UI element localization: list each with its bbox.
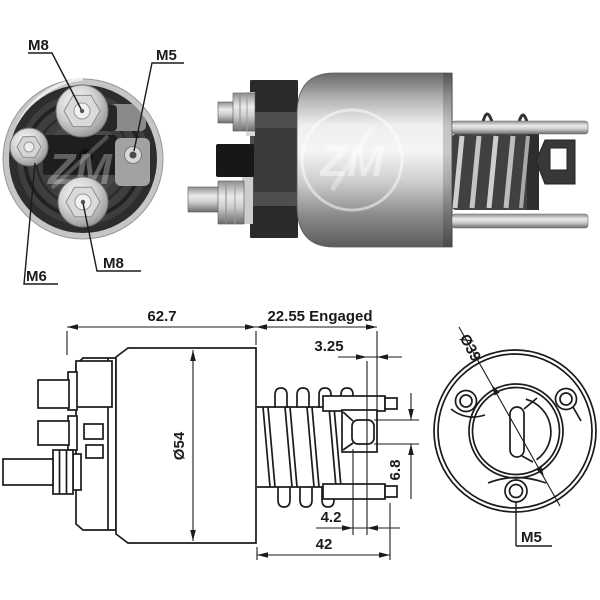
side-view-photo: ZM <box>187 72 589 248</box>
dim-engaged-travel: 22.55 Engaged <box>267 308 372 325</box>
dim-pilot-diameter: Ø39 <box>456 331 484 364</box>
mounting-face-drawing: Ø39 M5 <box>433 326 597 547</box>
dim-pin-hole-width: 4.2 <box>321 509 342 526</box>
side-terminal-spade <box>216 144 254 177</box>
terminal-callouts: M8 M5 M6 M8 <box>23 37 184 285</box>
zm-watermark-circle: ZM <box>300 108 404 212</box>
label-m8-top: M8 <box>28 37 49 54</box>
housing-detail <box>110 104 146 131</box>
solenoid-body <box>296 72 453 248</box>
dim-mounting-thread: M5 <box>521 529 542 546</box>
label-m8-bottom: M8 <box>103 255 124 272</box>
mount-hole-upper-right <box>554 387 578 411</box>
label-m5: M5 <box>156 47 177 64</box>
terminal-stud-m8-bottom <box>57 176 109 228</box>
plunger-pin-top <box>451 120 589 135</box>
side-terminal-bottom-stud <box>187 180 245 225</box>
dim-pin-slot-width: 3.25 <box>314 338 343 355</box>
terminal-screw-m5 <box>124 146 142 164</box>
terminal-stud-m6 <box>9 127 49 167</box>
dim-pin-hole-height: 6.8 <box>387 460 404 481</box>
plunger-eye <box>535 139 576 185</box>
zm-watermark: ZM <box>318 137 385 186</box>
plunger-drawing: 22.55 Engaged 3.25 6.8 4.2 42 <box>256 308 419 560</box>
mount-hole-upper-left <box>454 389 478 413</box>
plunger-spring <box>452 112 539 210</box>
side-terminal-top-stud <box>217 92 256 132</box>
dim-body-length: 62.7 <box>147 308 176 325</box>
side-view-drawing: Ø54 62.7 <box>2 308 257 544</box>
plunger-pin-bottom <box>451 213 589 229</box>
dim-body-diameter: Ø54 <box>171 431 188 460</box>
end-view-photo: ZM M8 M5 M <box>2 37 184 285</box>
terminal-stud-m8-top <box>55 84 109 138</box>
mount-hole-bottom <box>504 479 528 503</box>
dim-plunger-length: 42 <box>316 536 333 553</box>
label-m6: M6 <box>26 268 47 285</box>
